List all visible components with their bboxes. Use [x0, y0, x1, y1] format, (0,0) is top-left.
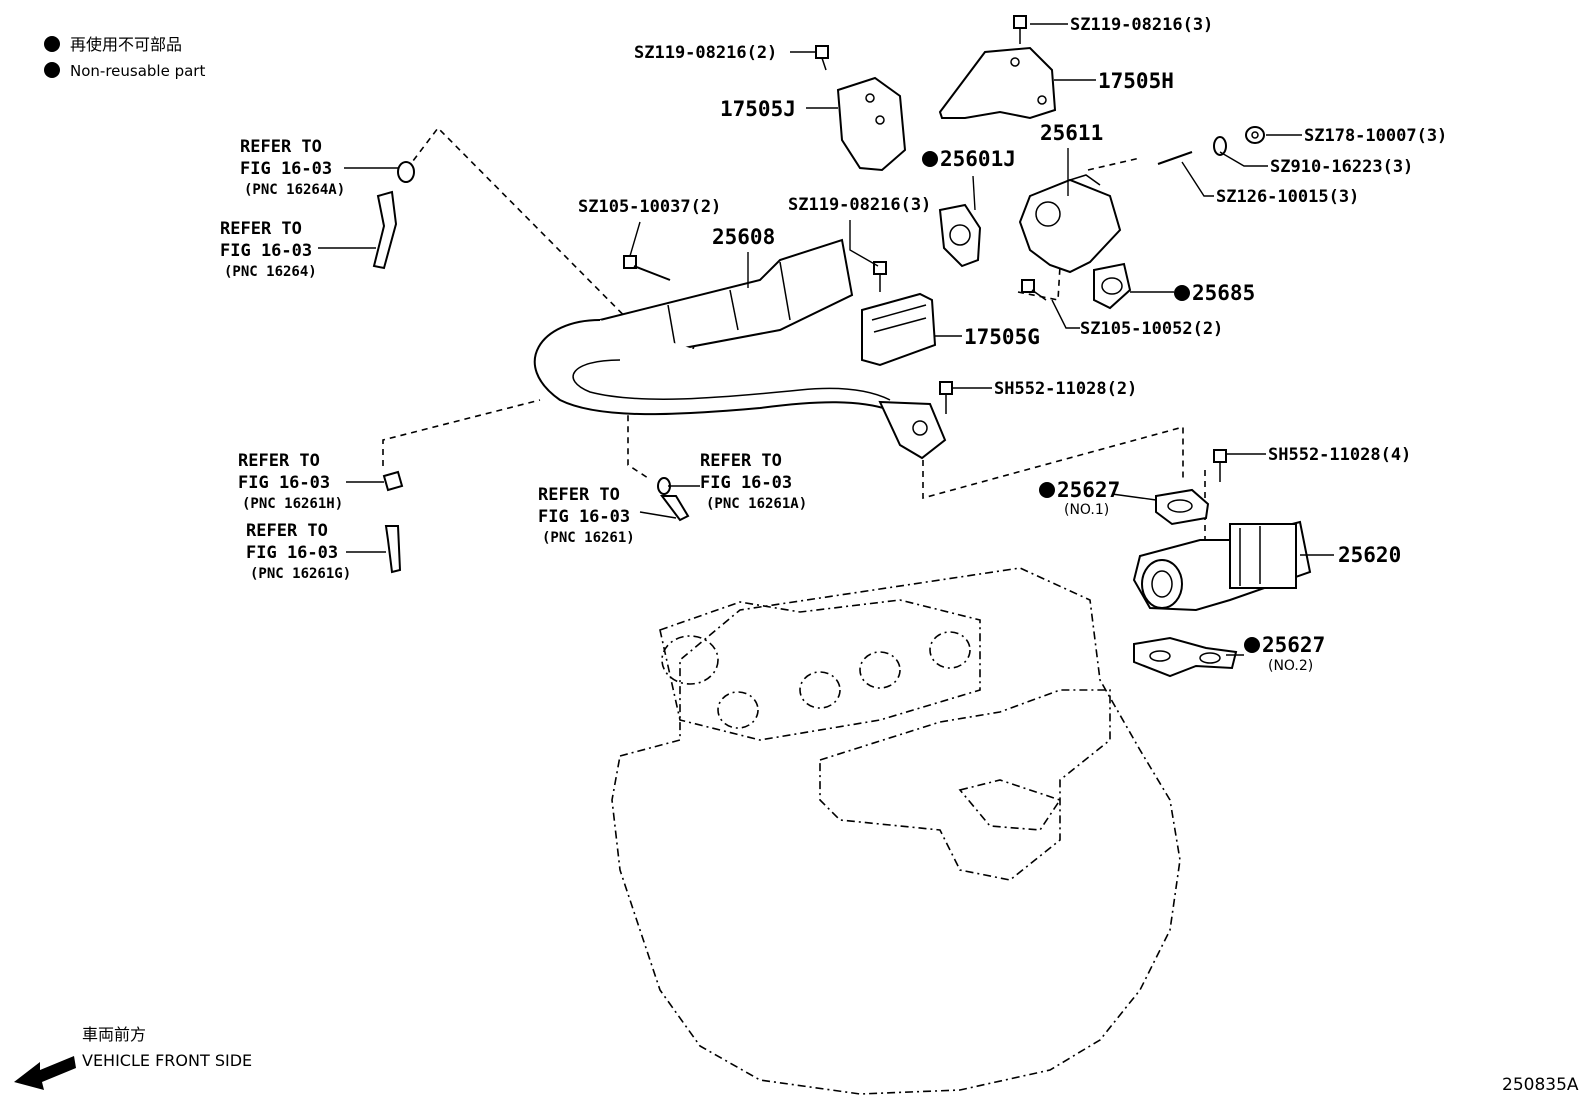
label-25627-no1-sub: (NO.1): [1064, 502, 1109, 518]
label-25627-no2: 25627: [1262, 633, 1325, 657]
vehicle-front-label-en: VEHICLE FRONT SIDE: [82, 1051, 252, 1070]
label-sz119-08216-top-left: SZ119-08216(2): [634, 43, 777, 63]
label-sz119-08216-top-right: SZ119-08216(3): [1070, 15, 1213, 35]
figure-id: 250835A: [1502, 1075, 1579, 1095]
label-sz105-10052: SZ105-10052(2): [1080, 319, 1223, 339]
legend: 再使用不可部品 Non-reusable part: [44, 35, 205, 80]
refer-fig: FIG 16-03: [238, 473, 330, 493]
refer-note-16264: REFER TO FIG 16-03 (PNC 16264): [220, 219, 317, 280]
refer-note-16261: REFER TO FIG 16-03 (PNC 16261): [538, 485, 635, 546]
gasket-25601j: [938, 203, 982, 268]
nut-icon: [1245, 126, 1265, 144]
refer-line: REFER TO: [238, 451, 320, 471]
refer-fig: FIG 16-03: [220, 241, 312, 261]
heat-insulator-17505h: [938, 46, 1057, 120]
legend-text-jp: 再使用不可部品: [70, 35, 182, 54]
non-reusable-bullet-icon: [1174, 285, 1190, 301]
hose-clamp-icon: [397, 161, 415, 183]
bolt-icon: [1013, 15, 1027, 44]
refer-line: REFER TO: [246, 521, 328, 541]
legend-text-en: Non-reusable part: [70, 62, 205, 80]
refer-fig: FIG 16-03: [700, 473, 792, 493]
heat-insulator-17505g: [861, 292, 937, 367]
refer-note-16261g: REFER TO FIG 16-03 (PNC 16261G): [246, 521, 351, 582]
gasket-25627-no2: [1133, 636, 1238, 678]
label-sz105-10037: SZ105-10037(2): [578, 197, 721, 217]
label-17505j: 17505J: [720, 97, 796, 121]
label-25627-no2-sub: (NO.2): [1268, 658, 1313, 674]
stud-bolt-icon: [1157, 151, 1193, 165]
bolt-icon: [873, 261, 887, 292]
refer-line: REFER TO: [240, 137, 322, 157]
label-25627-no1: 25627: [1057, 478, 1120, 502]
hose-clamp-icon: [382, 470, 404, 492]
refer-note-16264a: REFER TO FIG 16-03 (PNC 16264A): [240, 137, 345, 198]
bolt-icon: [939, 381, 953, 414]
refer-fig: FIG 16-03: [246, 543, 338, 563]
non-reusable-bullet-icon: [1244, 637, 1260, 653]
refer-note-16261a: REFER TO FIG 16-03 (PNC 16261A): [700, 451, 807, 512]
label-sh552-11028-4: SH552-11028(4): [1268, 445, 1411, 465]
non-reusable-bullet-icon: [44, 62, 60, 78]
heat-insulator-17505j: [836, 76, 907, 172]
label-17505g: 17505G: [964, 325, 1040, 349]
label-25620: 25620: [1338, 543, 1401, 567]
gasket-25627-no1: [1155, 488, 1210, 526]
label-sz126-10015: SZ126-10015(3): [1216, 187, 1359, 207]
label-sz119-08216-mid: SZ119-08216(3): [788, 195, 931, 215]
refer-line: REFER TO: [220, 219, 302, 239]
refer-pnc: (PNC 16261A): [706, 496, 807, 512]
non-reusable-bullet-icon: [1039, 482, 1055, 498]
label-25608: 25608: [712, 225, 775, 249]
hose-icon: [384, 525, 402, 574]
egr-cooler-25608: [533, 238, 947, 460]
refer-pnc: (PNC 16261): [542, 530, 635, 546]
label-sz910-16223: SZ910-16223(3): [1270, 157, 1413, 177]
refer-line: REFER TO: [700, 451, 782, 471]
vehicle-front-label-jp: 車両前方: [82, 1025, 146, 1044]
refer-fig: FIG 16-03: [538, 507, 630, 527]
bolt-icon: [815, 45, 829, 71]
refer-pnc: (PNC 16261H): [242, 496, 343, 512]
refer-pnc: (PNC 16264A): [244, 182, 345, 198]
refer-note-16261h: REFER TO FIG 16-03 (PNC 16261H): [238, 451, 343, 512]
washer-icon: [1213, 136, 1227, 156]
refer-line: REFER TO: [538, 485, 620, 505]
gasket-25685: [1093, 262, 1132, 310]
label-sh552-11028-2: SH552-11028(2): [994, 379, 1137, 399]
non-reusable-bullet-icon: [44, 36, 60, 52]
bolt-icon: [1213, 449, 1227, 482]
hose-icon: [660, 495, 690, 522]
refer-pnc: (PNC 16261G): [250, 566, 351, 582]
label-25601j: 25601J: [940, 147, 1016, 171]
refer-pnc: (PNC 16264): [224, 264, 317, 280]
label-25685: 25685: [1192, 281, 1255, 305]
hose-icon: [372, 190, 398, 270]
vehicle-front-arrow-icon: [14, 1056, 76, 1090]
egr-valve-25620: [1132, 520, 1312, 612]
bolt-icon: [1021, 279, 1047, 301]
label-25611: 25611: [1040, 121, 1103, 145]
engine-block-outline: [611, 567, 1181, 1095]
bolt-icon: [623, 255, 671, 281]
refer-fig: FIG 16-03: [240, 159, 332, 179]
label-17505h: 17505H: [1098, 69, 1174, 93]
label-sz178-10007: SZ178-10007(3): [1304, 126, 1447, 146]
non-reusable-bullet-icon: [922, 151, 938, 167]
leader-lines: [318, 23, 1334, 656]
egr-adapter-25611: [1018, 178, 1122, 274]
